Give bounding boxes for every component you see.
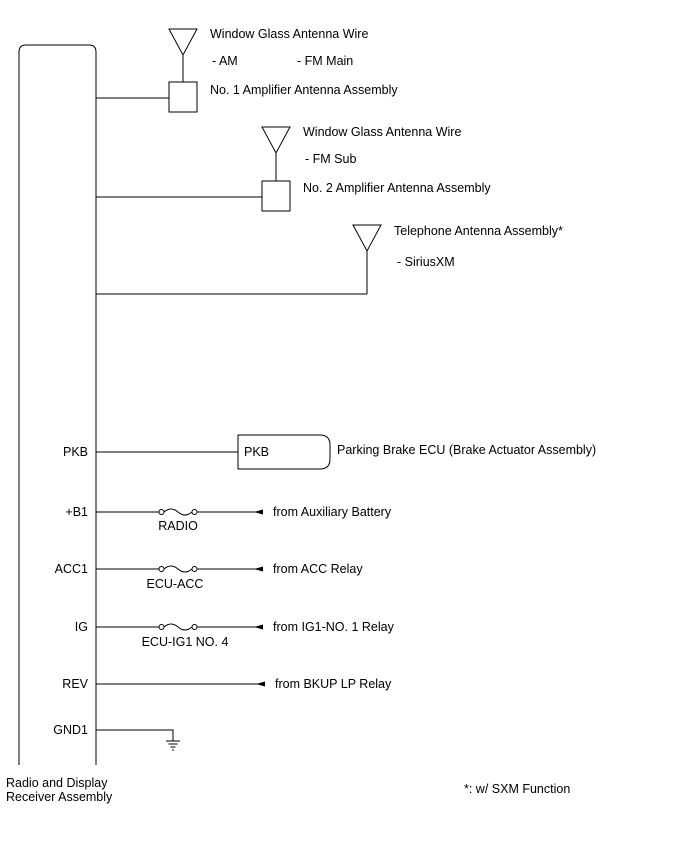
ground-icon (166, 740, 180, 751)
b1-source-label: from Auxiliary Battery (273, 505, 392, 519)
receiver-name-line2: Receiver Assembly (6, 790, 113, 804)
arrow-left-icon (254, 566, 263, 572)
no1-amplifier-label: No. 1 Amplifier Antenna Assembly (210, 83, 398, 97)
acc1-source-label: from ACC Relay (273, 562, 363, 576)
arrow-left-icon (254, 509, 263, 515)
no1-wire-label: Window Glass Antenna Wire (210, 27, 368, 41)
b1-circuit: +B1 RADIO from Auxiliary Battery (65, 505, 391, 533)
receiver-assembly-outline (18, 44, 97, 765)
footnote: *: w/ SXM Function (464, 782, 570, 796)
parking-brake-ecu-label: Parking Brake ECU (Brake Actuator Assemb… (337, 443, 596, 457)
ig-fuse-label: ECU-IG1 NO. 4 (142, 635, 229, 649)
fuse-icon (158, 623, 198, 631)
telephone-antenna-label: Telephone Antenna Assembly* (394, 224, 563, 238)
antenna-no1: Window Glass Antenna Wire - AM - FM Main… (96, 27, 398, 113)
pkb-box-label: PKB (244, 445, 269, 459)
antenna-symbol-icon (352, 224, 382, 294)
gnd1-wire (96, 729, 174, 741)
pkb-circuit: PKB PKB Parking Brake ECU (Brake Actuato… (63, 434, 596, 470)
arrow-left-icon (254, 624, 263, 630)
pkb-pin-label: PKB (63, 445, 88, 459)
acc1-pin-label: ACC1 (55, 562, 88, 576)
acc1-circuit: ACC1 ECU-ACC from ACC Relay (55, 562, 364, 591)
antenna-symbol-icon (168, 28, 198, 82)
ig-source-label: from IG1-NO. 1 Relay (273, 620, 395, 634)
ig-circuit: IG ECU-IG1 NO. 4 from IG1-NO. 1 Relay (75, 620, 395, 649)
gnd1-circuit: GND1 (53, 723, 180, 751)
ig-pin-label: IG (75, 620, 88, 634)
rev-circuit: REV from BKUP LP Relay (62, 677, 392, 691)
no2-amplifier-label: No. 2 Amplifier Antenna Assembly (303, 181, 491, 195)
no1-band-am: - AM (212, 54, 238, 68)
parking-brake-ecu-box (237, 434, 331, 470)
antenna-symbol-icon (261, 126, 291, 181)
b1-fuse-label: RADIO (158, 519, 198, 533)
no1-amplifier-box (168, 81, 198, 113)
gnd1-pin-label: GND1 (53, 723, 88, 737)
arrow-left-icon (256, 681, 265, 687)
no2-amplifier-box (261, 180, 291, 212)
acc1-fuse-label: ECU-ACC (147, 577, 204, 591)
receiver-name-line1: Radio and Display (6, 776, 108, 790)
antenna-no2: Window Glass Antenna Wire - FM Sub No. 2… (96, 125, 491, 212)
no1-band-fm-main: - FM Main (297, 54, 353, 68)
no2-wire-label: Window Glass Antenna Wire (303, 125, 461, 139)
fuse-icon (158, 508, 198, 516)
no2-band-fm-sub: - FM Sub (305, 152, 356, 166)
telephone-band-label: - SiriusXM (397, 255, 455, 269)
fuse-icon (158, 565, 198, 573)
antenna-telephone: Telephone Antenna Assembly* - SiriusXM (96, 224, 563, 295)
rev-pin-label: REV (62, 677, 88, 691)
rev-source-label: from BKUP LP Relay (275, 677, 392, 691)
b1-pin-label: +B1 (65, 505, 88, 519)
